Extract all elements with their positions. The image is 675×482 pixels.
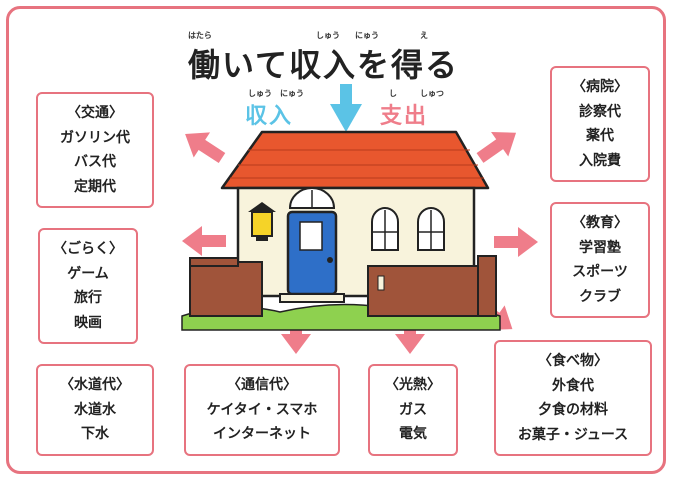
category-telecom: 〈通信代〉 ケイタイ・スマホ インターネット [184, 364, 340, 456]
windows [371, 207, 445, 251]
category-title: 〈ごらく〉 [53, 241, 123, 257]
lantern [248, 202, 276, 241]
category-item: クラブ [579, 288, 621, 305]
income-ruby-1: しゅう [248, 89, 272, 98]
expense-ruby-1: し [389, 89, 397, 98]
category-title: 〈交通〉 [67, 105, 123, 121]
category-title: 〈水道代〉 [60, 377, 130, 394]
category-title: 〈光熱〉 [385, 377, 441, 394]
category-item: スポーツ [572, 264, 628, 280]
category-food: 〈食べ物〉 外食代 夕食の材料 お菓子・ジュース [494, 340, 652, 456]
category-item: ガス [399, 401, 427, 418]
category-item: お菓子・ジュース [517, 426, 629, 443]
category-item: 夕食の材料 [538, 402, 608, 418]
fence-right [367, 255, 497, 317]
category-title: 〈食べ物〉 [538, 353, 608, 369]
category-item: 映画 [74, 314, 102, 331]
category-item: 旅行 [74, 290, 102, 306]
category-item: 入院費 [579, 152, 621, 169]
category-transport: 〈交通〉 ガソリン代 バス代 定期代 [36, 92, 154, 208]
category-title: 〈教育〉 [572, 215, 628, 231]
income-label: 収入 [245, 104, 294, 129]
category-item: 外食代 [552, 377, 594, 394]
category-item: 定期代 [74, 178, 116, 195]
category-education: 〈教育〉 学習塾 スポーツ クラブ [550, 202, 650, 318]
category-item: ゲーム [67, 265, 109, 282]
arrow-leisure [182, 226, 226, 256]
category-item: バス代 [74, 154, 116, 170]
category-hospital: 〈病院〉 診察代 薬代 入院費 [550, 66, 650, 182]
income-ruby-2: にゅう [280, 89, 304, 98]
category-title: 〈通信代〉 [227, 377, 297, 394]
category-title: 〈病院〉 [572, 79, 628, 95]
arrow-transport [185, 132, 226, 164]
category-item: 薬代 [586, 128, 614, 144]
category-water: 〈水道代〉 水道水 下水 [36, 364, 154, 456]
title-ruby-hatara: はたら [188, 31, 212, 40]
title-ruby-e: え [420, 31, 428, 40]
step [279, 293, 345, 303]
category-leisure: 〈ごらく〉 ゲーム 旅行 映画 [38, 228, 138, 344]
category-utilities: 〈光熱〉 ガス 電気 [368, 364, 458, 456]
category-item: 学習塾 [579, 239, 621, 256]
category-item: ガソリン代 [60, 129, 130, 146]
category-item: 下水 [81, 426, 109, 443]
expense-label: 支出 [380, 104, 429, 129]
arrow-education [494, 227, 538, 257]
category-item: インターネット [213, 426, 311, 443]
title-text: 働いて収入を得る [188, 46, 460, 84]
category-item: ケイタイ・スマホ [206, 401, 318, 418]
income-arrow [330, 84, 362, 132]
category-item: 電気 [399, 426, 427, 443]
category-item: 水道水 [74, 401, 116, 418]
roof [220, 130, 490, 190]
category-item: 診察代 [579, 103, 621, 120]
arrow-hospital [476, 131, 517, 163]
page-title: 働いて収入を得る [188, 40, 518, 86]
fence-left [189, 257, 263, 317]
expense-ruby-2: しゅつ [420, 89, 444, 98]
title-ruby-nyuu: にゅう [355, 31, 379, 40]
title-ruby-shuu: しゅう [316, 31, 340, 40]
